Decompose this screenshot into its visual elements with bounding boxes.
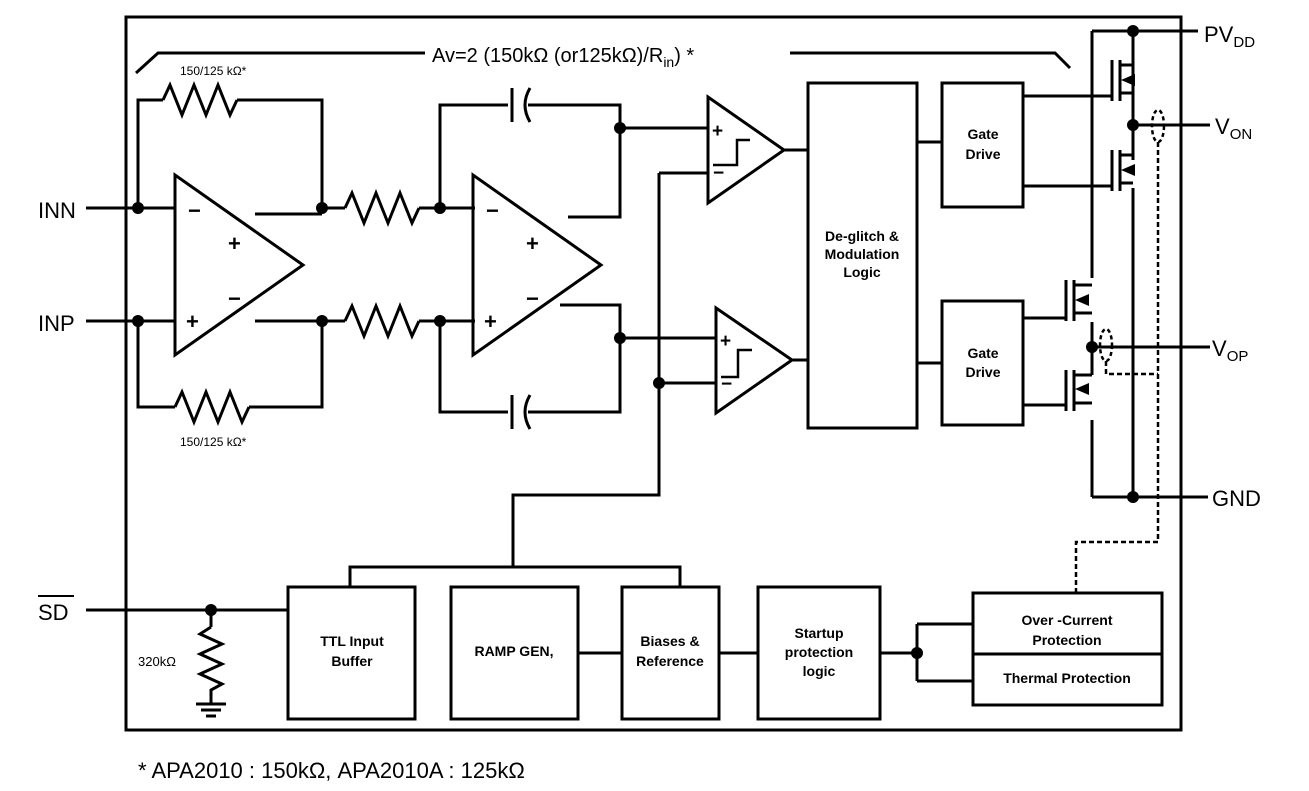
comparator-top-hyst (713, 138, 750, 167)
sd-pulldown-resistor (196, 625, 226, 704)
gate-drive-bottom-label-1: Gate (967, 345, 998, 361)
comparator-in-wires (620, 126, 716, 385)
series-resistor-top (343, 188, 421, 228)
startup-label-3: logic (803, 663, 836, 679)
opamp2-plus-out: + (526, 231, 539, 256)
mosfet-low-bottom (1023, 370, 1092, 411)
deglitch-label-2: Modulation (825, 246, 900, 262)
protection-block (971, 591, 1164, 707)
mosfet-high-bottom (1023, 280, 1092, 321)
bias-bus (348, 565, 682, 587)
gate-drive-top-label-2: Drive (965, 146, 1000, 162)
mosfet-high-top (1023, 31, 1135, 101)
mosfet-low-top (1023, 150, 1133, 191)
comparator-out-wires (784, 148, 808, 362)
top-feedback-label: 150/125 kΩ* (180, 64, 247, 78)
startup-label-1: Startup (795, 625, 844, 641)
sense-dashed-lines (1074, 142, 1160, 593)
gnd-wire (1090, 188, 1208, 499)
comp1-minus: − (713, 163, 724, 184)
pin-gnd: GND (1212, 486, 1261, 511)
ttl-label-2: Buffer (331, 653, 373, 669)
comp1-plus: + (712, 121, 723, 142)
top-feedback-resistor (161, 80, 239, 120)
integrator-bottom-wire (438, 303, 622, 414)
mosfet-arrows (1075, 74, 1135, 395)
footnote: * APA2010 : 150kΩ, APA2010A : 125kΩ (138, 758, 525, 783)
sd-pulldown-label: 320kΩ (138, 654, 176, 669)
biases-label-1: Biases & (640, 633, 699, 649)
sd-wire (86, 608, 288, 627)
current-sense-bottom (1098, 327, 1114, 363)
opamp-2 (471, 172, 604, 358)
integrator-bottom-cap-curve (523, 394, 532, 430)
series-resistor-bottom (343, 301, 421, 341)
opamp-1-out-wires (255, 212, 322, 323)
opamp-1 (173, 172, 306, 358)
pin-von: VON (1215, 114, 1252, 143)
opamp1-minus: − (188, 198, 201, 223)
integrator-top-cap-curve (523, 87, 532, 123)
comparator-top (706, 94, 787, 206)
comparator-bottom (714, 305, 795, 416)
von-wire (1131, 31, 1210, 160)
ground-symbol (196, 702, 226, 718)
bottom-feedback-resistor (173, 387, 251, 427)
pin-inp: INP (38, 311, 75, 336)
integrator-top-wire (438, 103, 622, 219)
ramp-wire (511, 173, 661, 567)
pvdd-wire (1090, 29, 1198, 65)
pin-vop: VOP (1212, 336, 1248, 365)
startup-to-protection (880, 622, 973, 683)
pin-sd: SD (38, 600, 69, 625)
opamp1-minus-out: − (228, 286, 241, 311)
junction-dots (132, 25, 1139, 659)
bottom-feedback-label: 150/125 kΩ* (180, 435, 247, 449)
startup-label-2: protection (785, 644, 853, 660)
thermal-label: Thermal Protection (1003, 670, 1131, 686)
opamp2-plus: + (484, 309, 497, 334)
deglitch-label-1: De-glitch & (825, 228, 899, 244)
biases-label-2: Reference (636, 653, 704, 669)
deglitch-label-3: Logic (843, 264, 881, 280)
ttl-label-1: TTL Input (320, 633, 384, 649)
current-sense-top (1150, 108, 1166, 144)
chip-outline (124, 15, 1183, 732)
gate-drive-bottom-block (940, 299, 1025, 427)
opamp1-plus-out: + (228, 231, 241, 256)
deglitch-to-gate-wires (917, 140, 942, 365)
pin-pvdd: PVDD (1204, 22, 1255, 51)
over-current-label-2: Protection (1032, 632, 1101, 648)
opamp2-minus: − (486, 198, 499, 223)
gain-bracket (134, 51, 1072, 75)
bottom-feedback-wire (136, 321, 324, 409)
comp2-minus: − (721, 374, 732, 395)
pin-inn: INN (38, 198, 76, 223)
opamp2-minus-out: − (526, 286, 539, 311)
gate-drive-top-label-1: Gate (967, 126, 998, 142)
comparator-bottom-hyst (721, 348, 752, 379)
ramp-label: RAMP GEN, (474, 643, 553, 659)
comp2-plus: + (720, 331, 731, 352)
opamp1-plus: + (186, 309, 199, 334)
vop-wire (1090, 65, 1210, 375)
deglitch-block (806, 81, 919, 430)
gate-drive-bottom-label-2: Drive (965, 364, 1000, 380)
top-feedback-wire (136, 98, 324, 208)
gate-drive-top-block (940, 81, 1025, 209)
gain-label: Av=2 (150kΩ (or125kΩ)/Rin) * (432, 45, 694, 70)
over-current-label-1: Over -Current (1021, 612, 1112, 628)
